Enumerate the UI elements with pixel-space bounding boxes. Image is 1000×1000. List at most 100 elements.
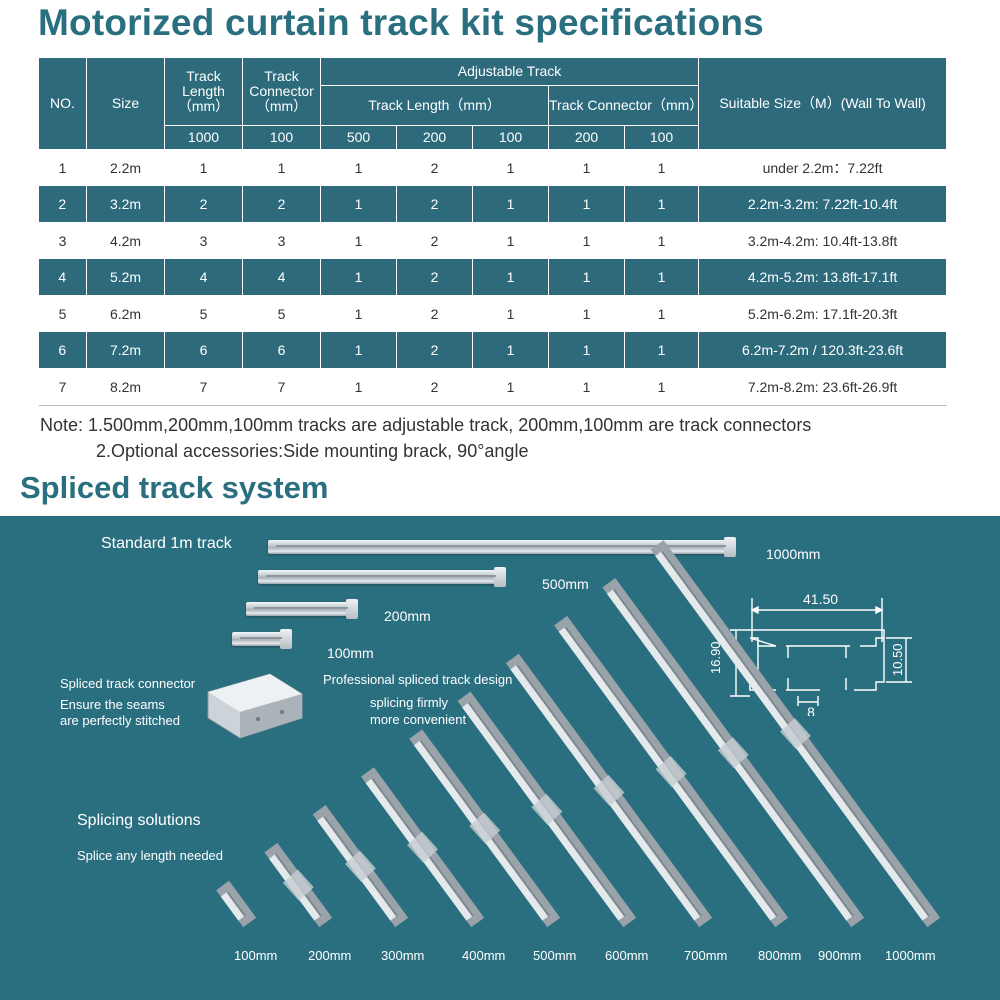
- table-cell: 1: [624, 332, 700, 369]
- table-cell: 1: [624, 295, 699, 332]
- table-cell: 2: [242, 186, 321, 223]
- table-cell: 2: [396, 368, 473, 406]
- track-200mm: [246, 599, 358, 619]
- track-groove: [226, 891, 246, 917]
- table-cell: 3.2m: [86, 186, 165, 223]
- spliced-track-1: [216, 880, 257, 928]
- table-cell: 1: [624, 149, 699, 186]
- table-cell: 4: [164, 259, 243, 296]
- table-cell: 1: [548, 222, 625, 259]
- table-cell: 1: [548, 368, 625, 406]
- table-cell: 1: [624, 259, 700, 296]
- track-connector-seam: [407, 831, 439, 863]
- standard-track-label: Standard 1m track: [101, 535, 232, 552]
- header-track-connector: Track Connector（mm）: [242, 57, 321, 126]
- table-cell: 1: [320, 149, 397, 186]
- spliced-track-7: [505, 653, 713, 928]
- table-cell: 1: [320, 186, 397, 223]
- table-cell: 5.2m: [86, 259, 165, 296]
- table-cell: 1: [548, 149, 625, 186]
- spliced-track-2: [264, 842, 333, 928]
- table-cell: 4: [38, 259, 87, 296]
- sub-header: 100: [623, 125, 700, 150]
- table-cell: 6.2m: [86, 295, 165, 332]
- table-cell: 2: [396, 332, 473, 369]
- spliced-track-5: [409, 729, 561, 928]
- design-desc-2: more convenient: [370, 712, 467, 727]
- table-cell: 3: [164, 222, 243, 259]
- splice-length-label: 100mm: [234, 948, 278, 963]
- table-cell: 1: [164, 149, 243, 186]
- table-cell: 1: [624, 368, 699, 406]
- table-cell: 4.2m-5.2m: 13.8ft-17.1ft: [698, 259, 948, 296]
- note: Note: 1.500mm,200mm,100mm tracks are adj…: [40, 412, 811, 464]
- connector-desc-2: are perfectly stitched: [60, 713, 180, 728]
- table-cell: 7: [164, 368, 243, 406]
- table-cell: 1: [624, 186, 700, 223]
- track-500mm: [258, 567, 506, 587]
- table-cell: 1: [472, 332, 549, 369]
- header-size: Size: [86, 57, 165, 150]
- track-connector-seam: [593, 774, 625, 807]
- design-title: Professional spliced track design: [323, 672, 513, 687]
- track-connector-seam: [717, 736, 749, 769]
- splice-length-label: 700mm: [684, 948, 728, 963]
- length-label-100: 100mm: [327, 645, 374, 661]
- table-cell: 1: [624, 222, 699, 259]
- table-cell: 7: [38, 368, 87, 406]
- table-cell: 1: [242, 149, 321, 186]
- dim-height-label: 16.90: [708, 641, 723, 674]
- table-cell: 3: [38, 222, 87, 259]
- spliced-track-6: [457, 691, 637, 928]
- table-cell: 5.2m-6.2m: 17.1ft-20.3ft: [698, 295, 947, 332]
- table-cell: 3.2m-4.2m: 10.4ft-13.8ft: [698, 222, 947, 259]
- table-cell: 2: [164, 186, 243, 223]
- note-line-2: 2.Optional accessories:Side mounting bra…: [96, 441, 529, 461]
- table-cell: 2: [396, 149, 473, 186]
- track-highlight: [220, 891, 246, 921]
- splice-length-label: 900mm: [818, 948, 862, 963]
- table-cell: 1: [472, 222, 549, 259]
- length-label-500: 500mm: [542, 576, 589, 592]
- table-cell: 2: [396, 222, 473, 259]
- splice-length-label: 600mm: [605, 948, 649, 963]
- sub-header: 1000: [164, 125, 243, 150]
- table-cell: 4: [242, 259, 321, 296]
- table-cell: 4.2m: [86, 222, 165, 259]
- spliced-track-panel: Standard 1m track 1000mm 500mm 200mm 100…: [0, 516, 1000, 1000]
- header-adj-track-length: Track Length（mm）: [320, 85, 549, 126]
- table-cell: 1: [320, 295, 397, 332]
- sub-header: 500: [320, 125, 397, 150]
- table-cell: 6: [242, 332, 321, 369]
- table-cell: 6.2m-7.2m / 120.3ft-23.6ft: [698, 332, 948, 369]
- splice-length-label: 400mm: [462, 948, 506, 963]
- table-cell: 5: [164, 295, 243, 332]
- header-adj-track-connector: Track Connector（mm）: [547, 85, 703, 126]
- table-cell: 5: [242, 295, 321, 332]
- table-cell: 1: [472, 295, 549, 332]
- table-cell: 1: [472, 149, 549, 186]
- splice-length-label: 1000mm: [885, 948, 936, 963]
- table-cell: 6: [164, 332, 243, 369]
- track-connector-seam: [531, 793, 563, 825]
- connector-title: Spliced track connector: [60, 676, 196, 691]
- track-connector-seam: [344, 850, 376, 882]
- table-cell: 1: [320, 332, 397, 369]
- table-cell: 8.2m: [86, 368, 165, 406]
- solutions-title: Splicing solutions: [77, 812, 201, 829]
- spliced-track-4: [361, 767, 485, 928]
- table-cell: 1: [38, 149, 87, 186]
- dim-slot-label: 8: [807, 704, 815, 716]
- dim-inner-label: 10.50: [890, 643, 905, 676]
- spliced-tracks-illustration: [216, 540, 941, 928]
- track-connector-seam: [469, 812, 501, 844]
- connector-desc-1: Ensure the seams: [60, 697, 165, 712]
- track-connector-seam: [779, 718, 811, 750]
- spliced-track-3: [312, 805, 409, 928]
- table-cell: 1: [320, 368, 397, 406]
- table-cell: 1: [548, 186, 625, 223]
